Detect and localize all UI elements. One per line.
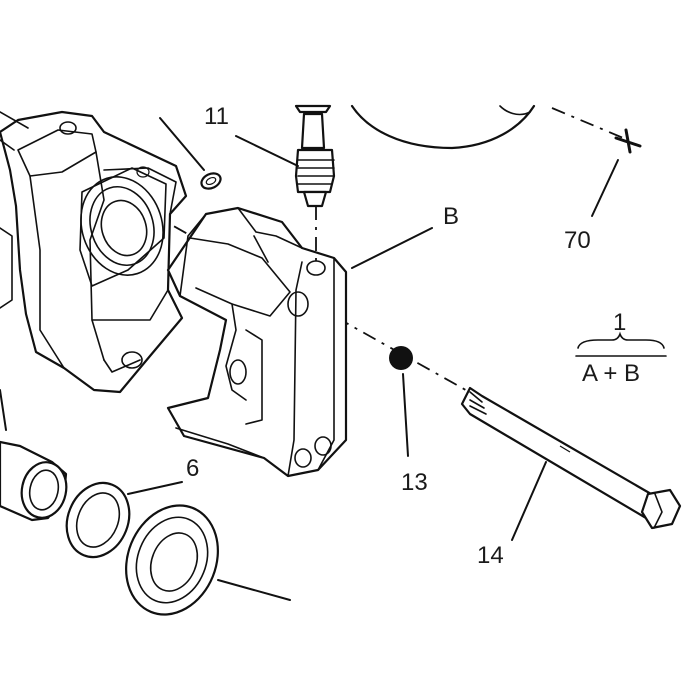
caliper-bracket xyxy=(166,206,348,478)
leader-11 xyxy=(235,135,299,167)
pad-axis-line xyxy=(551,107,629,141)
leader-13 xyxy=(402,373,409,457)
callout-6: 6 xyxy=(186,455,199,482)
piston-bore xyxy=(79,166,167,287)
leader-left xyxy=(0,389,7,431)
callout-70: 70 xyxy=(564,227,591,254)
callout-14: 14 xyxy=(477,542,504,569)
piston-seal xyxy=(65,481,131,559)
o-ring xyxy=(200,172,222,190)
leader-6 xyxy=(127,481,183,495)
callout-11: 11 xyxy=(204,103,229,130)
dust-boot xyxy=(125,504,219,616)
bleed-screw xyxy=(294,104,336,262)
caliper-body xyxy=(0,110,188,394)
leader-B xyxy=(351,227,433,269)
seal-partial-inner xyxy=(499,105,531,116)
leader-partial-top xyxy=(159,117,205,171)
callout-B: B xyxy=(443,203,459,230)
ball-spacer xyxy=(389,346,413,370)
marker-70 xyxy=(614,128,642,154)
leader-bottom xyxy=(217,579,291,601)
guide-pin-bolt xyxy=(460,386,682,530)
leader-14 xyxy=(511,461,547,541)
callout-1: 1 xyxy=(613,309,626,336)
seal-partial xyxy=(350,104,536,150)
assembly-axis-line xyxy=(119,195,481,399)
bleed-port xyxy=(121,351,143,369)
brace-1 xyxy=(577,331,665,349)
callout-13: 13 xyxy=(401,469,428,496)
leader-70 xyxy=(591,159,619,217)
callout-formula: A + B xyxy=(582,360,640,387)
piston xyxy=(0,440,68,522)
